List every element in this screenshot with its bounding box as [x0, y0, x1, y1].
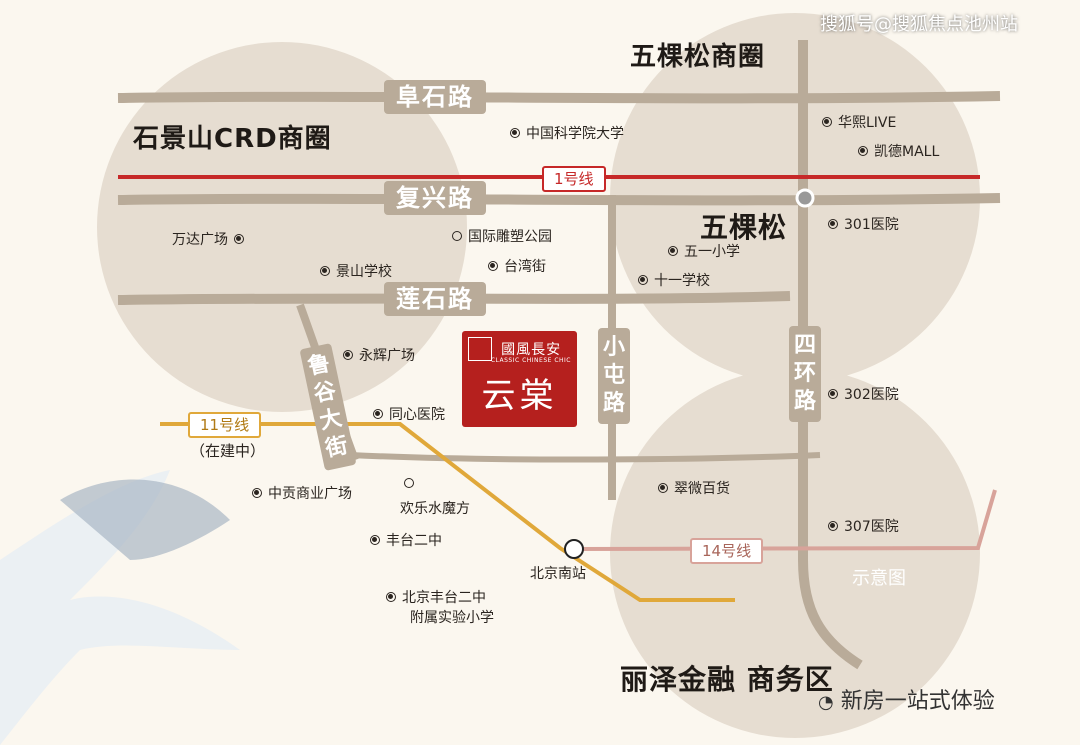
poi-h307: 307医院 [828, 516, 899, 536]
poi-kaide: 凯德MALL [858, 141, 939, 161]
poi-shiyi-school: 十一学校 [638, 270, 710, 290]
project-brand-badge: 國風長安 CLASSIC CHINESE CHIC 云棠 [462, 331, 577, 427]
shop-icon [252, 488, 262, 498]
hospital-icon [373, 409, 383, 419]
district-lize: 丽泽金融 商务区 [620, 663, 834, 696]
sihuan-road-line [798, 40, 863, 670]
shop-icon [858, 146, 868, 156]
footer-watermark: ◔ 新房一站式体验 [818, 689, 995, 714]
beijingnan-station-dot [564, 539, 584, 559]
park-icon [452, 231, 462, 241]
swallow-decoration [0, 470, 240, 745]
road-label-lianshi: 莲石路 [384, 282, 486, 316]
school-icon [668, 246, 678, 256]
school-icon [638, 275, 648, 285]
watermark-text: 搜狐号@搜狐焦点池州站 [820, 14, 1018, 35]
road-label-xiaotun: 小屯路 [598, 328, 630, 424]
brand-seal-icon [468, 337, 492, 361]
poi-huanle: 欢乐水魔方 [400, 501, 470, 517]
road-label-fushi: 阜石路 [384, 80, 486, 114]
shop-icon [488, 261, 498, 271]
schematic-caption: 示意图 [852, 568, 906, 589]
shop-icon [343, 350, 353, 360]
metro-label-line1: 1号线 [542, 166, 606, 192]
poi-wuyi-school: 五一小学 [668, 241, 740, 261]
shijingshan-circle [97, 42, 467, 412]
fushi-road-line [117, 91, 1001, 104]
poi-fengtai2-attached: 北京丰台二中 [386, 587, 486, 607]
station-beijingnan: 北京南站 [530, 566, 586, 582]
fuxing-road-line [117, 193, 1001, 206]
waterpark-icon [404, 478, 414, 488]
wechat-icon: ◔ [818, 692, 834, 713]
lianshi-road-line [117, 291, 791, 305]
poi-h301: 301医院 [828, 214, 899, 234]
poi-jingshan-school: 景山学校 [320, 261, 392, 281]
poi-taiwan-street: 台湾街 [488, 256, 546, 276]
south-road-line [349, 452, 821, 463]
district-wukesong: 五棵松 [700, 211, 788, 244]
road-label-sihuan: 四环路 [789, 326, 821, 422]
brand-name: 云棠 [481, 376, 558, 416]
metro-line11-status: （在建中） [190, 442, 266, 460]
hospital-icon [828, 219, 838, 229]
metro-label-line14: 14号线 [690, 538, 764, 564]
poi-fengtai2: 丰台二中 [370, 530, 442, 550]
shop-icon [658, 483, 668, 493]
hospital-icon [828, 521, 838, 531]
poi-h302: 302医院 [828, 384, 899, 404]
shop-icon [822, 117, 832, 127]
school-icon [370, 535, 380, 545]
wukesong-station-dot [795, 188, 815, 208]
hospital-icon [828, 389, 838, 399]
metro-label-line11: 11号线 [188, 412, 262, 438]
poi-zhonggong: 中贡商业广场 [252, 483, 352, 503]
swallow-wing-decoration [60, 479, 230, 560]
shop-icon [234, 234, 244, 244]
poi-cas-univ: 中国科学院大学 [510, 123, 624, 143]
poi-huaxi: 华熙LIVE [822, 112, 896, 132]
district-wukesong-circle: 五棵松商圈 [630, 42, 766, 72]
poi-wanda: 万达广场 [172, 229, 244, 249]
poi-yonghui: 永辉广场 [343, 345, 415, 365]
poi-huanle-icon-holder [404, 478, 414, 488]
poi-tongxin: 同心医院 [373, 404, 445, 424]
school-icon [320, 266, 330, 276]
poi-sculpture-park: 国际雕塑公园 [452, 226, 552, 246]
district-shijingshan: 石景山CRD商圈 [133, 124, 332, 154]
school-icon [386, 592, 396, 602]
brand-sub-text: CLASSIC CHINESE CHIC [490, 357, 571, 364]
poi-fengtai2-attached-line2: 附属实验小学 [410, 610, 494, 626]
poi-cuiwei: 翠微百货 [658, 478, 730, 498]
school-icon [510, 128, 520, 138]
brand-top-text: 國風長安 [501, 342, 562, 358]
road-label-fuxing: 复兴路 [384, 181, 486, 215]
